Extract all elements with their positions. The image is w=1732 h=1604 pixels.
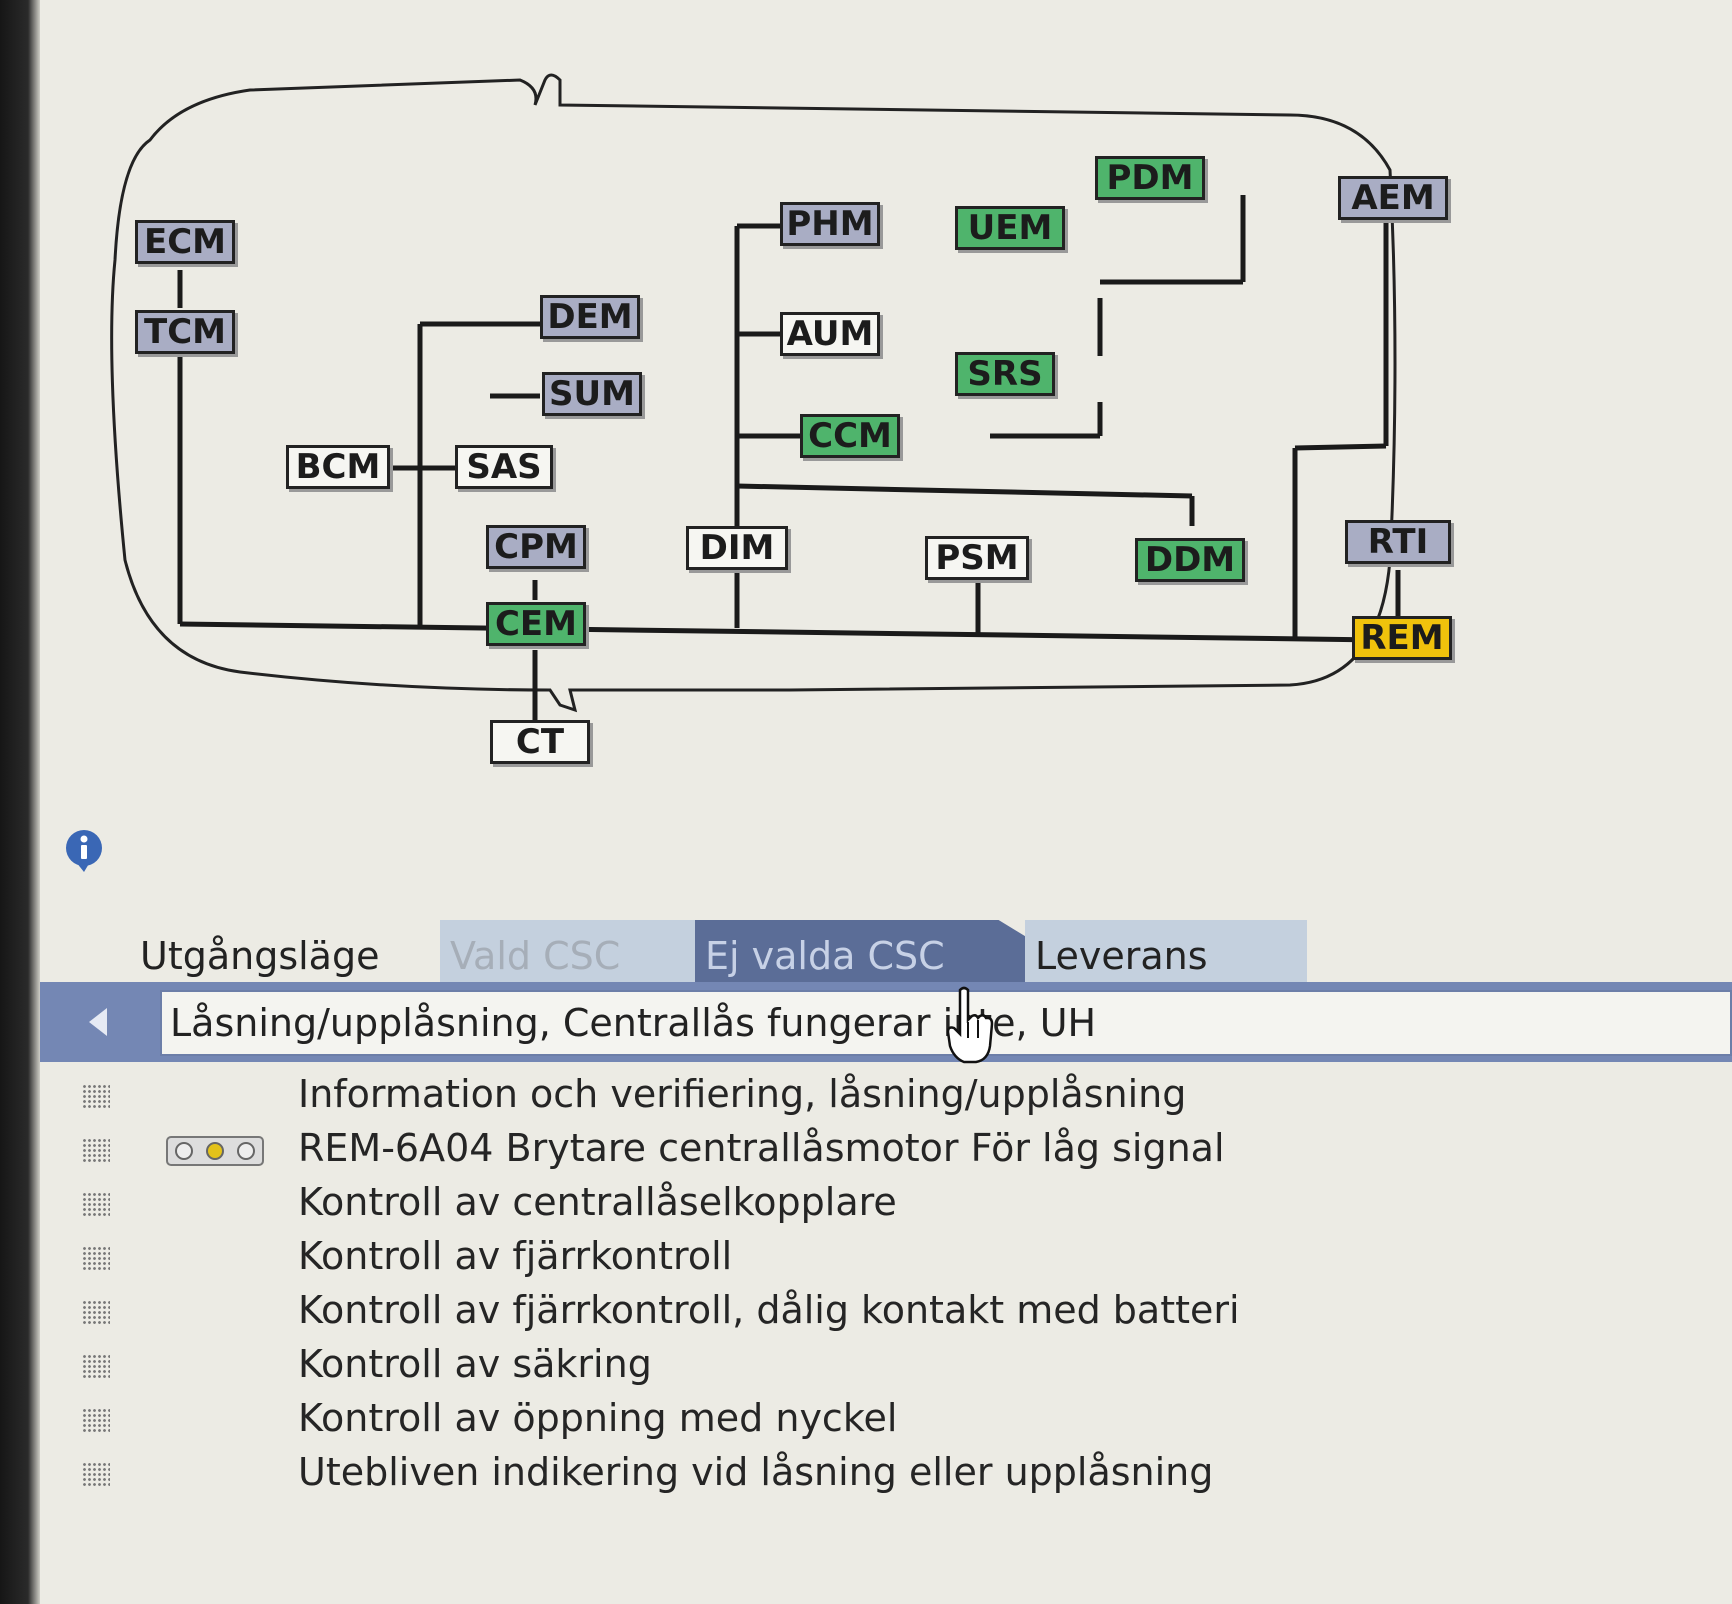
module-psm[interactable]: PSM <box>925 536 1029 580</box>
drag-handle-icon[interactable] <box>82 1354 110 1378</box>
list-item-label: Utebliven indikering vid låsning eller u… <box>298 1450 1214 1494</box>
module-ccm[interactable]: CCM <box>800 414 900 458</box>
module-aum[interactable]: AUM <box>780 312 880 356</box>
diagram-wiring <box>110 73 1401 720</box>
module-cpm[interactable]: CPM <box>486 525 586 569</box>
drag-handle-icon[interactable] <box>82 1300 110 1324</box>
monitor-bezel <box>0 0 40 1604</box>
tab-vald-csc[interactable]: Vald CSC <box>440 920 735 992</box>
list-item[interactable]: Kontroll av fjärrkontroll, dålig kontakt… <box>0 1286 1732 1340</box>
list-item[interactable]: Utebliven indikering vid låsning eller u… <box>0 1448 1732 1502</box>
info-icon[interactable] <box>62 828 106 872</box>
hand-cursor-icon <box>946 986 994 1066</box>
dtc-status-icon <box>166 1136 264 1166</box>
list-item-label: Kontroll av öppning med nyckel <box>298 1396 898 1440</box>
breadcrumb: Låsning/upplåsning, Centrallås fungerar … <box>160 990 1732 1056</box>
list-item-label: Information och verifiering, låsning/upp… <box>298 1072 1187 1116</box>
module-rem[interactable]: REM <box>1352 616 1452 660</box>
list-item-label: Kontroll av centrallåselkopplare <box>298 1180 897 1224</box>
module-rti[interactable]: RTI <box>1345 520 1451 564</box>
module-cem[interactable]: CEM <box>486 602 586 646</box>
module-dim[interactable]: DIM <box>686 526 788 570</box>
list-item[interactable]: Kontroll av centrallåselkopplare <box>0 1178 1732 1232</box>
tab-utgangslage[interactable]: Utgångsläge <box>140 934 380 978</box>
arrow-left-icon <box>88 1008 107 1036</box>
drag-handle-icon[interactable] <box>82 1408 110 1432</box>
module-ecm[interactable]: ECM <box>135 220 235 264</box>
tab-bar: Utgångsläge Vald CSC Ej valda CSC Levera… <box>40 920 1732 992</box>
drag-handle-icon[interactable] <box>82 1138 110 1162</box>
module-sum[interactable]: SUM <box>542 372 642 416</box>
module-phm[interactable]: PHM <box>780 202 880 246</box>
module-dem[interactable]: DEM <box>540 295 640 339</box>
list-item[interactable]: REM-6A04 Brytare centrallåsmotor För låg… <box>0 1124 1732 1178</box>
list-item-label: REM-6A04 Brytare centrallåsmotor För låg… <box>298 1126 1225 1170</box>
network-topology-diagram: ECM TCM DEM SUM BCM SAS CPM CEM CT PHM A… <box>90 60 1560 800</box>
module-aem[interactable]: AEM <box>1338 176 1448 220</box>
module-sas[interactable]: SAS <box>455 445 553 489</box>
drag-handle-icon[interactable] <box>82 1246 110 1270</box>
module-tcm[interactable]: TCM <box>135 310 235 354</box>
module-srs[interactable]: SRS <box>955 352 1055 396</box>
drag-handle-icon[interactable] <box>82 1462 110 1486</box>
drag-handle-icon[interactable] <box>82 1084 110 1108</box>
module-bcm[interactable]: BCM <box>286 445 390 489</box>
list-item[interactable]: Kontroll av öppning med nyckel <box>0 1394 1732 1448</box>
back-button[interactable] <box>40 982 155 1062</box>
list-item[interactable]: Information och verifiering, låsning/upp… <box>0 1070 1732 1124</box>
tab-leverans[interactable]: Leverans <box>1025 920 1307 992</box>
module-uem[interactable]: UEM <box>955 206 1065 250</box>
list-item[interactable]: Kontroll av säkring <box>0 1340 1732 1394</box>
list-item-label: Kontroll av fjärrkontroll <box>298 1234 733 1278</box>
drag-handle-icon[interactable] <box>82 1192 110 1216</box>
list-item-label: Kontroll av säkring <box>298 1342 652 1386</box>
module-ddm[interactable]: DDM <box>1135 538 1245 582</box>
list-item-label: Kontroll av fjärrkontroll, dålig kontakt… <box>298 1288 1240 1332</box>
list-item[interactable]: Kontroll av fjärrkontroll <box>0 1232 1732 1286</box>
module-ct[interactable]: CT <box>490 720 590 764</box>
module-pdm[interactable]: PDM <box>1095 156 1205 200</box>
tab-ej-valda-csc[interactable]: Ej valda CSC <box>695 920 1040 992</box>
